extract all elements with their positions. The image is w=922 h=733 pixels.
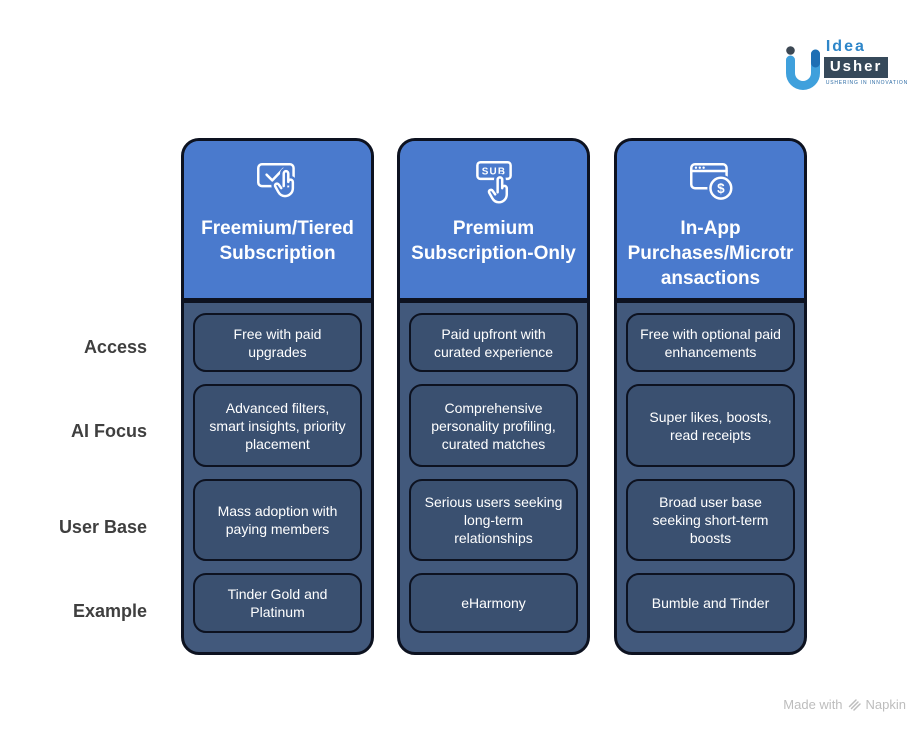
sub-button-tap-icon: SUB xyxy=(475,160,512,206)
cell-inapp-access: Free with optional paid enhancements xyxy=(626,313,795,372)
cell-premium-example: eHarmony xyxy=(409,573,578,633)
column-3-header: $ In-App Purchases/Microtransactions xyxy=(617,141,804,303)
column-2-title: Premium Subscription-Only xyxy=(411,218,576,264)
logo-brand-bottom: Usher xyxy=(823,57,889,78)
column-premium-subscription-only: SUB Premium Subscription-Only Paid upfro… xyxy=(397,138,590,655)
cell-freemium-ai-focus: Advanced filters, smart insights, priori… xyxy=(193,384,362,467)
row-label-example: Example xyxy=(72,601,147,621)
column-1-title: Freemium/Tiered Subscription xyxy=(201,218,354,264)
logo-brand-top: Idea xyxy=(825,38,866,55)
cell-freemium-access: Free with paid upgrades xyxy=(193,313,362,372)
column-3-body: Free with optional paid enhancements Sup… xyxy=(617,303,804,652)
cell-inapp-user-base: Broad user base seeking short-term boost… xyxy=(626,479,795,561)
napkin-logo-icon xyxy=(848,699,861,711)
column-1-header: Freemium/Tiered Subscription xyxy=(184,141,371,303)
column-2-body: Paid upfront with curated experience Com… xyxy=(400,303,587,652)
idea-usher-mark-icon xyxy=(785,46,820,90)
made-with-text: Made with xyxy=(783,697,843,712)
cell-freemium-user-base: Mass adoption with paying members xyxy=(193,479,362,561)
napkin-credit: Made with Napkin xyxy=(783,697,906,712)
logo-tagline: USHERING IN INNOVATION xyxy=(825,80,908,86)
cell-premium-ai-focus: Comprehensive personality profiling, cur… xyxy=(409,384,578,467)
cell-premium-user-base: Serious users seeking long-term relation… xyxy=(409,479,578,561)
checkbox-card-tap-icon xyxy=(256,163,296,200)
column-3-title: In-App Purchases/Microtransactions xyxy=(627,218,794,289)
cell-freemium-example: Tinder Gold and Platinum xyxy=(193,573,362,633)
cell-premium-access: Paid upfront with curated experience xyxy=(409,313,578,372)
svg-text:$: $ xyxy=(717,181,725,196)
cell-inapp-example: Bumble and Tinder xyxy=(626,573,795,633)
svg-text:SUB: SUB xyxy=(481,166,506,177)
column-1-body: Free with paid upgrades Advanced filters… xyxy=(184,303,371,652)
column-in-app-purchases: $ In-App Purchases/Microtransactions Fre… xyxy=(614,138,807,655)
row-label-user-base: User Base xyxy=(58,517,147,537)
row-label-access: Access xyxy=(83,337,147,357)
column-freemium-tiered-subscription: Freemium/Tiered Subscription Free with p… xyxy=(181,138,374,655)
idea-usher-logo: Idea Usher USHERING IN INNOVATION xyxy=(785,38,908,94)
cell-inapp-ai-focus: Super likes, boosts, read receipts xyxy=(626,384,795,467)
row-label-ai-focus: AI Focus xyxy=(70,421,147,441)
napkin-brand-text: Napkin xyxy=(865,697,906,712)
browser-dollar-icon: $ xyxy=(689,163,734,202)
column-2-header: SUB Premium Subscription-Only xyxy=(400,141,587,303)
